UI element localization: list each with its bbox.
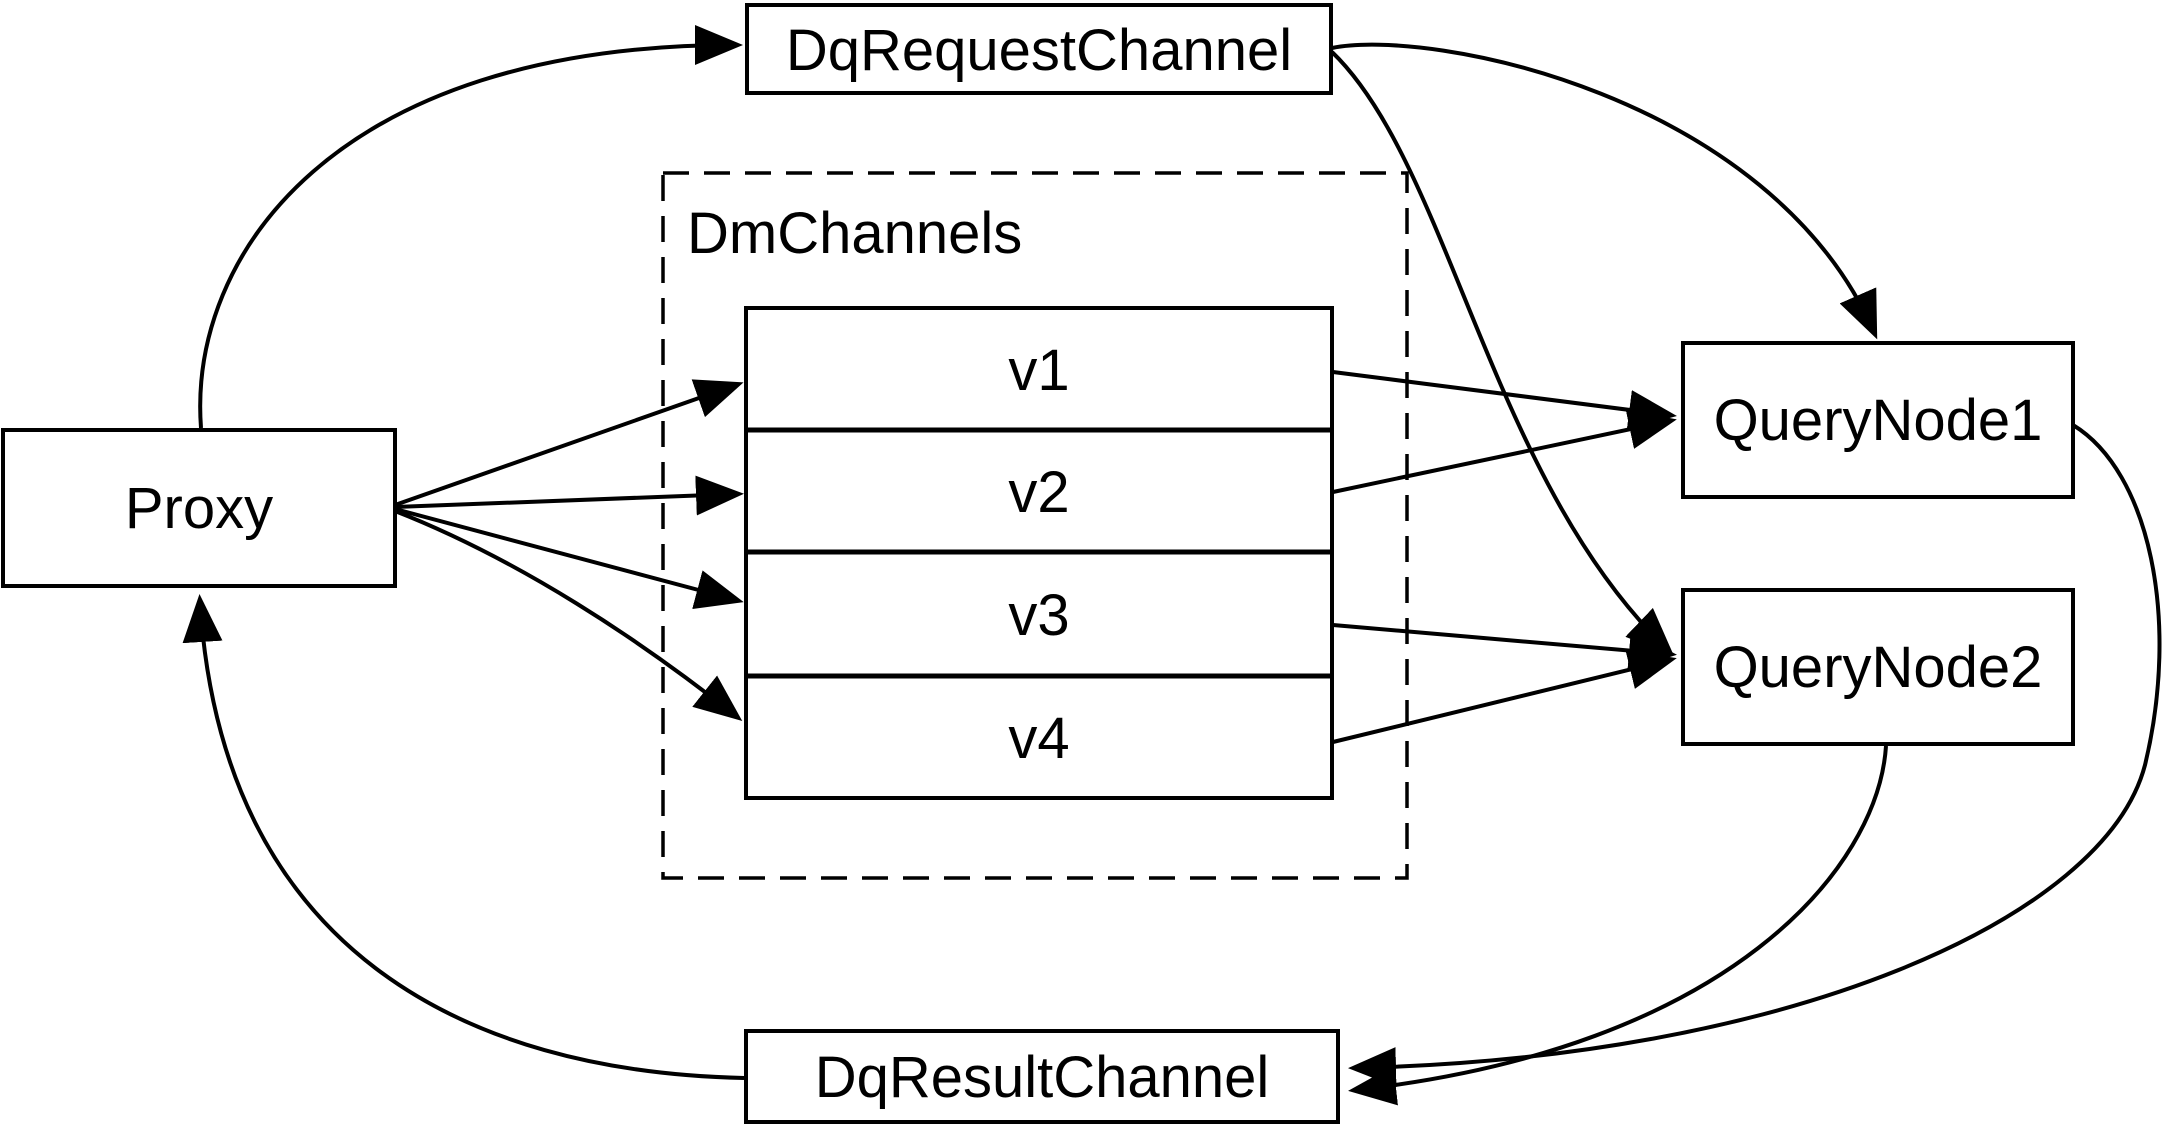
channel-v1-label: v1 [1008, 338, 1069, 403]
query-node-2-label: QueryNode2 [1714, 635, 2043, 700]
proxy-node: Proxy [1, 428, 397, 588]
dm-channels-group-border [661, 171, 1409, 880]
edge-proxy-to-dqrequestchannel [198, 25, 743, 429]
dq-result-channel-label: DqResultChannel [815, 1045, 1270, 1110]
dq-request-channel-node: DqRequestChannel [745, 3, 1333, 95]
edge-proxy-to-v4 [394, 509, 743, 721]
query-node-2-box [1681, 588, 2075, 746]
channel-stack: v1 v2 v3 v4 [744, 306, 1334, 800]
dq-result-channel-box [744, 1029, 1340, 1124]
edge-v1-to-querynode1 [1332, 370, 1677, 430]
channel-v4-label: v4 [1008, 706, 1069, 771]
edge-dqrequestchannel-to-querynode1 [1331, 42, 1878, 340]
channel-v2-label: v2 [1008, 460, 1069, 525]
edge-v4-to-querynode2 [1332, 650, 1677, 744]
edge-proxy-to-v1 [394, 379, 744, 507]
edge-proxy-to-v2 [394, 475, 744, 516]
dm-channels-group: DmChannels v1 v2 v3 v4 [661, 171, 1409, 880]
edge-dqrequestchannel-to-querynode2 [1330, 50, 1674, 656]
proxy-node-box [1, 428, 397, 588]
edge-dqresultchannel-to-proxy [182, 594, 745, 1080]
dm-channels-group-label: DmChannels [687, 201, 1022, 266]
edge-querynode2-to-dqresultchannel [1348, 745, 1888, 1106]
dq-request-channel-label: DqRequestChannel [786, 18, 1292, 83]
proxy-node-label: Proxy [125, 476, 273, 541]
edge-v2-to-querynode1 [1332, 409, 1677, 494]
query-node-1-label: QueryNode1 [1714, 388, 2043, 453]
dq-result-channel-node: DqResultChannel [744, 1029, 1340, 1124]
edge-querynode1-to-dqresultchannel [1348, 423, 2162, 1088]
edges [182, 25, 2162, 1106]
query-node-2: QueryNode2 [1681, 588, 2075, 746]
channel-v3-label: v3 [1008, 583, 1069, 648]
edge-v3-to-querynode2 [1332, 623, 1677, 671]
edge-proxy-to-v3 [394, 507, 744, 610]
query-node-1-box [1681, 341, 2075, 499]
dq-request-channel-box [745, 3, 1333, 95]
query-node-1: QueryNode1 [1681, 341, 2075, 499]
